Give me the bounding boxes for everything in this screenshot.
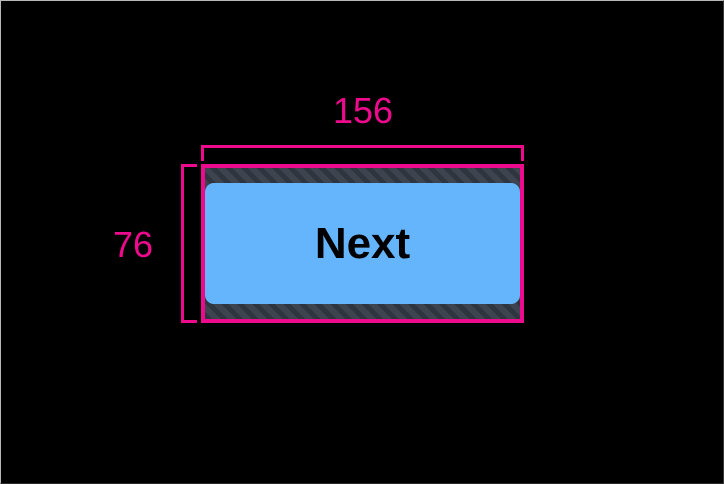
next-button[interactable]: Next [205,183,520,304]
width-dimension-label: 156 [332,90,394,131]
highlighted-element-bounds: Next [201,164,524,323]
next-button-label: Next [314,218,411,268]
width-dimension-bracket [201,145,524,161]
height-dimension-label: 76 [113,224,154,265]
height-dimension-bracket [181,164,197,323]
